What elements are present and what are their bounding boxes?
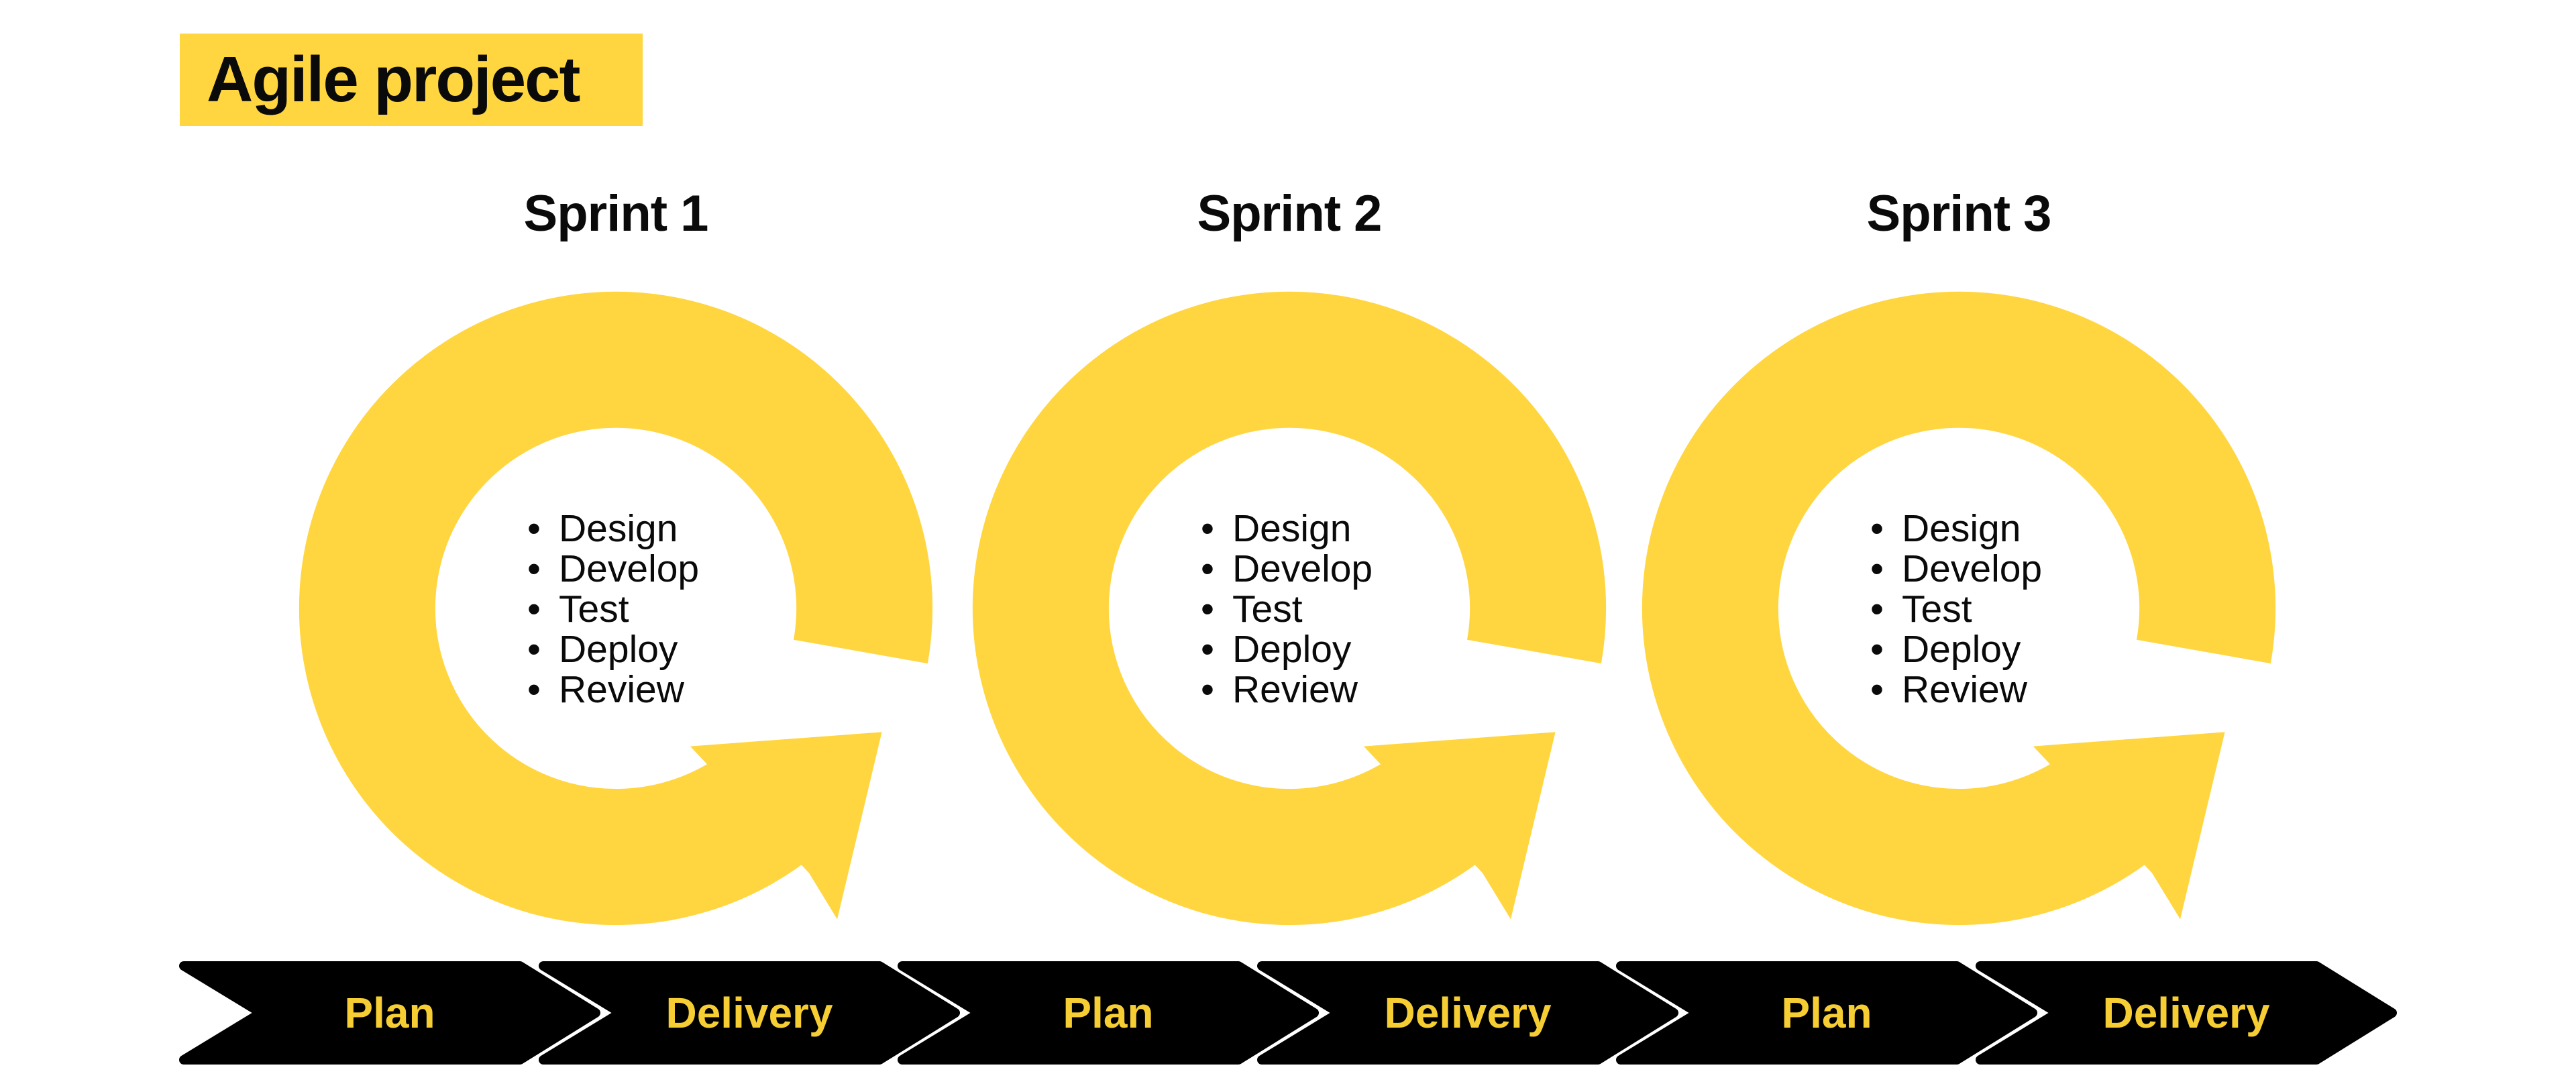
bullet-icon: •: [1201, 668, 1214, 711]
task-item: • Deploy: [1201, 629, 1483, 669]
sprint-2-task-list: • Design • Develop • Test • Deploy • Review: [1201, 508, 1483, 710]
task-item: • Review: [527, 669, 809, 710]
cycle-arrowhead: [1363, 732, 1556, 920]
task-label: Deploy: [559, 628, 678, 671]
bullet-icon: •: [1201, 588, 1214, 631]
bullet-icon: •: [1870, 507, 1884, 550]
chevron-arrow-icon: [179, 961, 600, 1065]
task-label: Test: [559, 588, 629, 631]
bullet-icon: •: [1201, 507, 1214, 550]
task-item: • Test: [1870, 589, 2152, 629]
bullet-icon: •: [1870, 547, 1884, 590]
task-label: Develop: [1232, 547, 1373, 590]
chevron-arrow-icon: [539, 961, 960, 1065]
task-item: • Review: [1870, 669, 2152, 710]
cycle-ring-arc: [1642, 291, 2276, 926]
bullet-icon: •: [1870, 668, 1884, 711]
task-label: Review: [1232, 668, 1358, 711]
cycle-arrowhead: [2033, 732, 2225, 920]
bullet-icon: •: [1201, 547, 1214, 590]
cycle-arrowhead: [690, 732, 882, 920]
timeline-step-label: Plan: [1063, 989, 1154, 1037]
sprint-1-task-list: • Design • Develop • Test • Deploy • Review: [527, 508, 809, 710]
sprint-3-task-list: • Design • Develop • Test • Deploy • Review: [1870, 508, 2152, 710]
timeline-step-delivery-3: Delivery: [1976, 961, 2397, 1065]
task-label: Review: [1902, 668, 2027, 711]
task-item: • Deploy: [527, 629, 809, 669]
sprint-1-cycle-arrow-icon: [299, 291, 933, 926]
timeline-step-plan-3: Plan: [1616, 961, 2037, 1065]
task-label: Develop: [559, 547, 700, 590]
task-label: Design: [1232, 507, 1352, 550]
bullet-icon: •: [1201, 628, 1214, 671]
sprint-2-heading: Sprint 2: [1197, 185, 1383, 242]
task-label: Deploy: [1902, 628, 2021, 671]
bullet-icon: •: [527, 507, 541, 550]
timeline-step-plan-2: Plan: [898, 961, 1319, 1065]
task-item: • Test: [1201, 589, 1483, 629]
chevron-arrow-icon: [1257, 961, 1678, 1065]
timeline-step-label: Delivery: [2102, 989, 2270, 1037]
timeline-step-delivery-1: Delivery: [539, 961, 960, 1065]
task-item: • Develop: [1201, 549, 1483, 589]
task-item: • Design: [1870, 508, 2152, 549]
cycle-ring-arc: [299, 291, 933, 926]
page-title-highlight: Agile project: [180, 34, 643, 126]
task-item: • Deploy: [1870, 629, 2152, 669]
chevron-arrow-icon: [1616, 961, 2037, 1065]
task-label: Design: [559, 507, 678, 550]
sprint-3-cycle-arrow-icon: [1642, 291, 2276, 926]
task-item: • Review: [1201, 669, 1483, 710]
bullet-icon: •: [527, 668, 541, 711]
task-item: • Develop: [527, 549, 809, 589]
task-item: • Develop: [1870, 549, 2152, 589]
page-title: Agile project: [207, 44, 580, 115]
timeline-step-label: Delivery: [665, 989, 833, 1037]
chevron-arrow-icon: [898, 961, 1319, 1065]
task-label: Deploy: [1232, 628, 1352, 671]
task-label: Review: [559, 668, 684, 711]
timeline-step-label: Plan: [344, 989, 435, 1037]
task-label: Test: [1232, 588, 1303, 631]
timeline-step-label: Plan: [1781, 989, 1872, 1037]
task-label: Test: [1902, 588, 1972, 631]
task-item: • Design: [1201, 508, 1483, 549]
timeline-step-plan-1: Plan: [179, 961, 600, 1065]
bullet-icon: •: [527, 628, 541, 671]
bullet-icon: •: [527, 588, 541, 631]
bullet-icon: •: [1870, 588, 1884, 631]
task-item: • Test: [527, 589, 809, 629]
timeline-step-label: Delivery: [1384, 989, 1552, 1037]
task-item: • Design: [527, 508, 809, 549]
bullet-icon: •: [527, 547, 541, 590]
chevron-arrow-icon: [1976, 961, 2397, 1065]
timeline-step-delivery-2: Delivery: [1257, 961, 1678, 1065]
sprint-3-heading: Sprint 3: [1866, 185, 2052, 242]
bullet-icon: •: [1870, 628, 1884, 671]
task-label: Develop: [1902, 547, 2043, 590]
cycle-ring-arc: [972, 291, 1607, 926]
task-label: Design: [1902, 507, 2021, 550]
sprint-2-cycle-arrow-icon: [972, 291, 1607, 926]
sprint-1-heading: Sprint 1: [523, 185, 709, 242]
